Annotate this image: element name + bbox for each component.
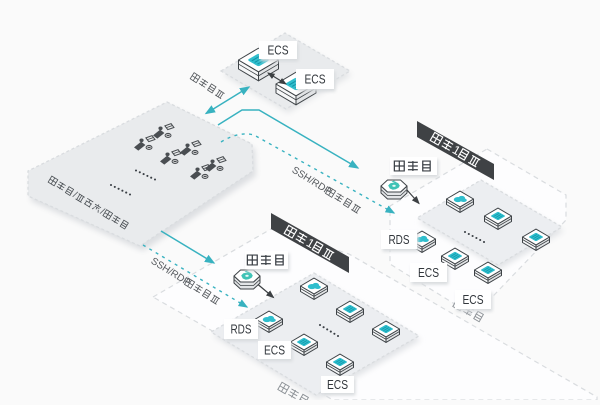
svg-text:RDS: RDS — [388, 232, 409, 247]
svg-text:ECS: ECS — [267, 43, 288, 58]
svg-text:ECS: ECS — [304, 72, 325, 87]
svg-text:ECS: ECS — [462, 292, 483, 307]
svg-text:ECS: ECS — [327, 377, 348, 392]
svg-text:RDS: RDS — [230, 322, 251, 337]
svg-text:/: / — [71, 190, 79, 201]
svg-text:ECS: ECS — [264, 343, 285, 358]
svg-text:/: / — [98, 206, 106, 217]
svg-text:ECS: ECS — [418, 265, 439, 280]
